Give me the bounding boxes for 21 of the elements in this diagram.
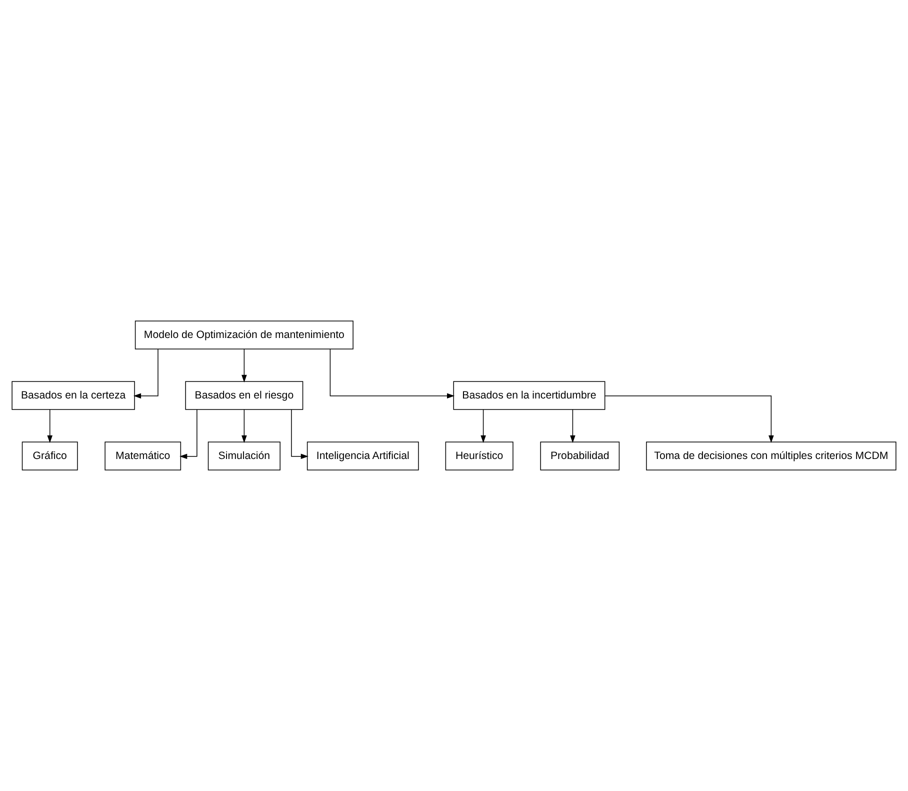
- arrow: [242, 409, 247, 443]
- node-box: Basados en el riesgo: [185, 381, 304, 410]
- node-box: Toma de decisiones con múltiples criterios MCDM: [646, 442, 896, 470]
- arrow: [291, 409, 308, 460]
- arrow: [133, 348, 158, 399]
- node-box: Heurístico: [445, 442, 514, 470]
- arrow: [180, 409, 198, 460]
- arrow: [330, 348, 455, 399]
- node-box: Modelo de Optimización de mantenimiento: [134, 320, 354, 350]
- node-box: Basados en la certeza: [12, 381, 135, 410]
- arrow: [47, 409, 53, 443]
- node-box: Probabilidad: [540, 442, 620, 470]
- arrow: [570, 409, 576, 443]
- arrow: [242, 348, 247, 382]
- arrow: [480, 409, 486, 443]
- node-box: Basados en la incertidumbre: [453, 381, 606, 410]
- node-box: Matemático: [104, 442, 182, 470]
- arrow: [604, 396, 774, 443]
- node-box: Inteligencia Artificial: [306, 442, 419, 470]
- node-box: Gráfico: [22, 442, 78, 470]
- node-box: Simulación: [208, 442, 280, 470]
